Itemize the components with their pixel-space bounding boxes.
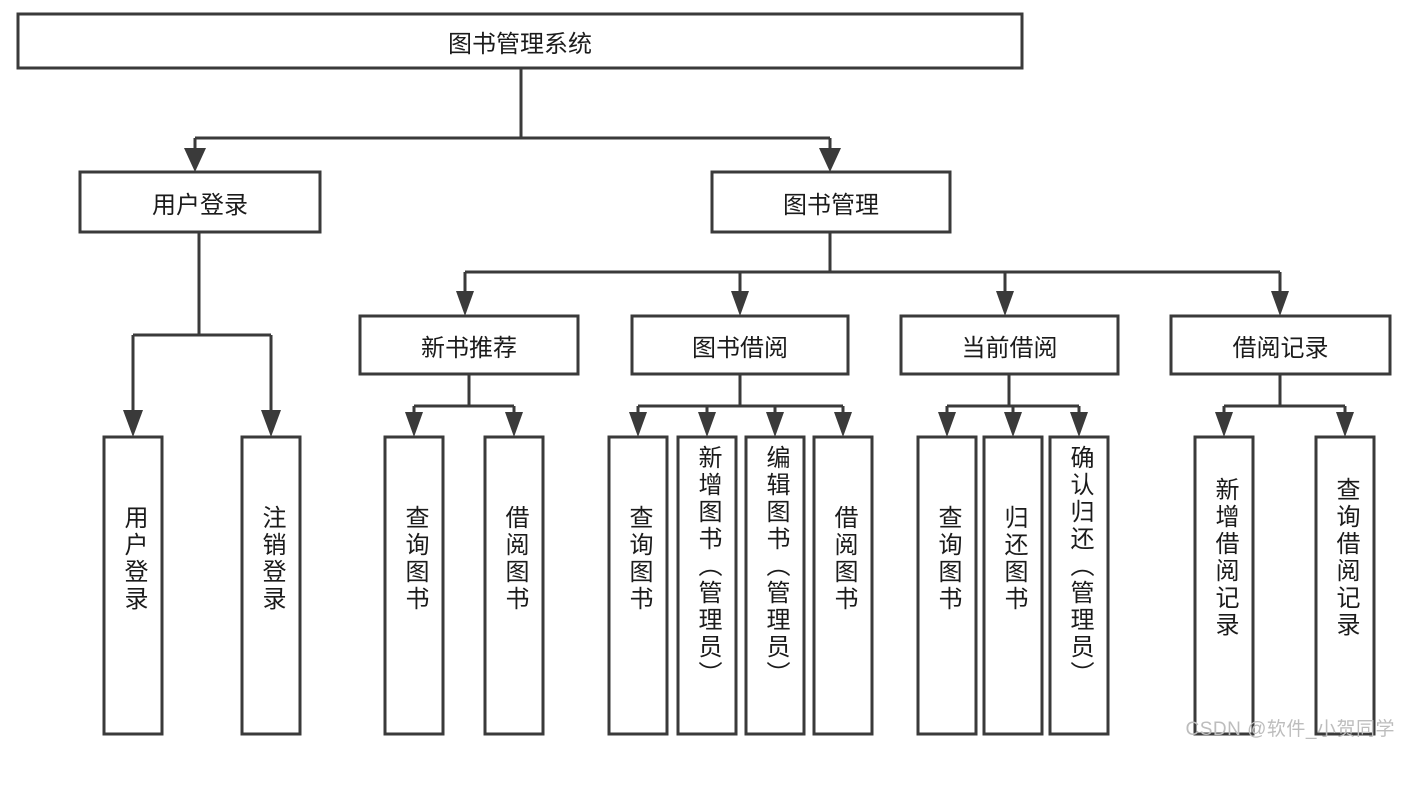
- diagram-canvas: 图书管理系统 用户登录 图书管理 新书推荐 图书借阅 当前借阅 借阅记录 用户登…: [16, 12, 1394, 740]
- node-box-leaf-borrow-book-1[interactable]: [483, 435, 545, 736]
- arrow-to-leaf-edit-book: [766, 412, 784, 437]
- arrow-to-leaf-confirm-return: [1070, 412, 1088, 437]
- node-box-leaf-borrow-book-2[interactable]: [812, 435, 874, 736]
- node-box-leaf-query-book-1[interactable]: [383, 435, 445, 736]
- arrow-to-leaf-logout-login: [261, 410, 281, 437]
- arrow-to-leaf-query-book-2: [629, 412, 647, 437]
- arrow-to-book-management: [819, 148, 841, 172]
- node-box-current-borrow[interactable]: [899, 314, 1120, 376]
- node-box-leaf-edit-book[interactable]: [744, 435, 806, 736]
- arrow-to-leaf-borrow-book-2: [834, 412, 852, 437]
- arrow-to-leaf-user-login: [123, 410, 143, 437]
- arrow-to-new-book-recommend: [456, 291, 474, 316]
- node-box-leaf-add-book[interactable]: [676, 435, 738, 736]
- arrow-to-current-borrow: [996, 291, 1014, 316]
- connectors-group: [123, 68, 1354, 437]
- node-box-book-management[interactable]: [710, 170, 952, 234]
- arrow-to-leaf-add-borrow-record: [1215, 412, 1233, 437]
- node-box-leaf-query-book-3[interactable]: [916, 435, 978, 736]
- arrow-to-borrow-record: [1271, 291, 1289, 316]
- arrow-to-book-borrow: [731, 291, 749, 316]
- arrow-to-leaf-query-book-1: [405, 412, 423, 437]
- tree-diagram-svg: [16, 12, 1392, 736]
- arrow-to-user-login: [184, 148, 206, 172]
- node-box-root[interactable]: [16, 12, 1024, 70]
- node-box-leaf-logout-login[interactable]: [240, 435, 302, 736]
- arrow-to-leaf-borrow-book-1: [505, 412, 523, 437]
- node-box-book-borrow[interactable]: [630, 314, 850, 376]
- arrow-to-leaf-query-borrow-record: [1336, 412, 1354, 437]
- arrow-to-leaf-return-book: [1004, 412, 1022, 437]
- arrow-to-leaf-query-book-3: [938, 412, 956, 437]
- node-boxes-group: [16, 12, 1392, 736]
- node-box-leaf-confirm-return[interactable]: [1048, 435, 1110, 736]
- node-box-leaf-query-book-2[interactable]: [607, 435, 669, 736]
- node-box-leaf-user-login[interactable]: [102, 435, 164, 736]
- node-box-new-book-recommend[interactable]: [358, 314, 580, 376]
- node-box-user-login[interactable]: [78, 170, 322, 234]
- arrow-to-leaf-add-book: [698, 412, 716, 437]
- node-box-leaf-return-book[interactable]: [982, 435, 1044, 736]
- node-box-borrow-record[interactable]: [1169, 314, 1392, 376]
- node-box-leaf-query-borrow-record[interactable]: [1314, 435, 1376, 736]
- node-box-leaf-add-borrow-record[interactable]: [1193, 435, 1255, 736]
